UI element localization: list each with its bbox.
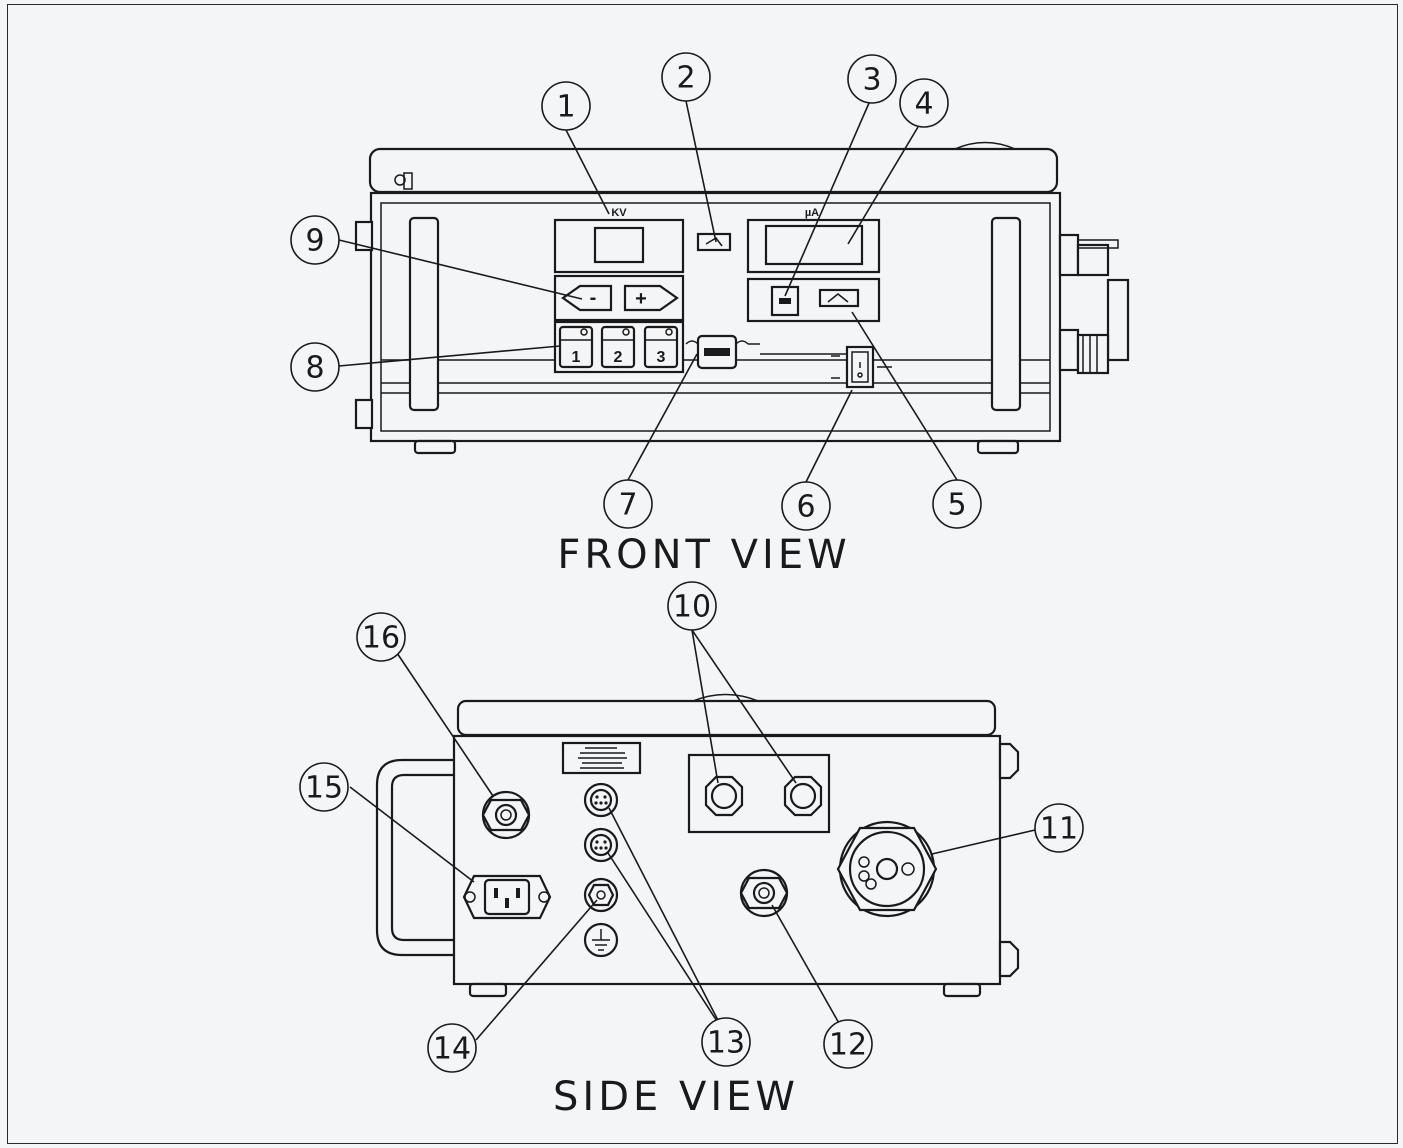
svg-text:3: 3 [862, 63, 881, 98]
hv-output-plate [687, 753, 831, 834]
mode-switch[interactable] [685, 334, 760, 370]
increase-button-label: + [635, 288, 647, 310]
ground-symbol-icon [583, 922, 619, 958]
kv-display-module: KV [553, 207, 685, 274]
callout-5: 5 [932, 479, 982, 529]
callout-1: 1 [541, 81, 591, 131]
callout-2: 2 [661, 52, 711, 102]
preset-1-label: 1 [572, 349, 581, 366]
right-handle [990, 216, 1022, 412]
callout-12: 12 [823, 1019, 873, 1069]
preset-2-label: 2 [614, 349, 623, 366]
adjust-buttons-module: - + [553, 274, 685, 322]
callout-7: 7 [603, 479, 653, 529]
svg-text:9: 9 [305, 224, 324, 259]
callout-11: 11 [1034, 803, 1084, 853]
power-switch[interactable] [831, 345, 892, 389]
side-lid [456, 699, 997, 737]
callout-14: 14 [427, 1023, 477, 1073]
left-handle [408, 216, 440, 412]
svg-text:16: 16 [362, 621, 400, 656]
callout-15: 15 [299, 762, 349, 812]
left-hinge-top [354, 220, 374, 252]
foot-right [976, 439, 1020, 455]
front-body [369, 191, 1062, 443]
lid-handle [954, 141, 1016, 150]
svg-text:1: 1 [556, 90, 575, 125]
kv-label: KV [611, 207, 627, 219]
callout-8: 8 [290, 342, 340, 392]
callout-6: 6 [781, 481, 831, 531]
front-lid [368, 147, 1059, 194]
decrease-button[interactable] [561, 284, 613, 312]
svg-text:6: 6 [796, 490, 815, 525]
svg-text:11: 11 [1040, 812, 1078, 847]
ua-label: µA [805, 207, 819, 219]
preset-buttons-module: 1 2 3 [553, 320, 685, 374]
callout-9: 9 [290, 215, 340, 265]
ua-readout [764, 224, 864, 266]
hv-off-button[interactable] [818, 288, 860, 308]
svg-text:8: 8 [305, 351, 324, 386]
din-connector-lower[interactable] [583, 827, 619, 863]
preset-button-2[interactable]: 2 [600, 325, 636, 369]
front-panel-border [380, 202, 1051, 432]
svg-text:14: 14 [433, 1032, 471, 1067]
decrease-button-label: - [590, 287, 597, 309]
callout-10: 10 [667, 581, 717, 631]
side-connectors [1058, 233, 1130, 375]
ground-terminal[interactable] [583, 877, 619, 913]
svg-text:10: 10 [673, 590, 711, 625]
side-lid-handle [692, 693, 759, 702]
increase-button[interactable] [623, 284, 679, 312]
callout-16: 16 [356, 612, 406, 662]
svg-text:13: 13 [707, 1026, 745, 1061]
hv-output-left[interactable] [704, 775, 744, 817]
power-inlet[interactable] [462, 874, 552, 920]
kv-readout [593, 226, 645, 264]
callout-13: 13 [701, 1017, 751, 1067]
carry-handle[interactable] [375, 758, 454, 957]
front-view-title: FRONT VIEW [557, 532, 850, 578]
preset-button-3[interactable]: 3 [643, 325, 679, 369]
left-hinge-bottom [354, 398, 374, 430]
front-view: KV - + 1 2 [338, 100, 1130, 483]
side-view [349, 629, 1036, 1041]
preset-3-label: 3 [657, 349, 666, 366]
cable-gland-16 [481, 790, 531, 840]
callout-4: 4 [899, 78, 949, 128]
svg-text:12: 12 [829, 1028, 867, 1063]
callout-3: 3 [847, 54, 897, 104]
fuse-label-plate [561, 741, 642, 775]
svg-text:15: 15 [305, 771, 343, 806]
preset-button-1[interactable]: 1 [558, 325, 594, 369]
foot-left [413, 439, 457, 455]
din-connector-upper[interactable] [583, 782, 619, 818]
side-view-title: SIDE VIEW [553, 1074, 799, 1120]
svg-text:2: 2 [676, 61, 695, 96]
cable-gland-12 [739, 868, 789, 918]
svg-text:4: 4 [914, 87, 933, 122]
hv-output-right[interactable] [783, 775, 823, 817]
multi-pin-connector[interactable] [836, 820, 938, 918]
svg-text:5: 5 [947, 488, 966, 523]
svg-text:7: 7 [618, 488, 637, 523]
ua-controls-module [746, 277, 881, 323]
